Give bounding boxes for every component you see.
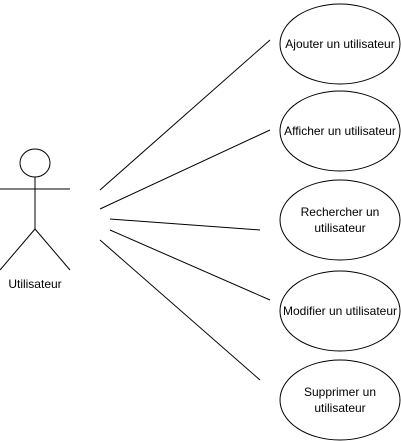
actor-figure xyxy=(0,148,71,271)
actor-right-leg xyxy=(34,228,71,271)
associations xyxy=(99,39,271,381)
actor-left-leg xyxy=(0,228,36,271)
use-case-label-ajouter: Ajouter un utilisateur xyxy=(285,37,395,51)
use-case-label-rechercher: Rechercher un utilisateur xyxy=(300,205,380,235)
association-line-supprimer xyxy=(99,239,261,381)
use-case-shapes xyxy=(279,3,401,441)
actor-label: Utilisateur xyxy=(8,277,62,291)
use-case-label-supprimer: Supprimer un utilisateur xyxy=(303,385,377,415)
association-line-modifier xyxy=(109,229,271,301)
use-case-label-afficher: Afficher un utilisateur xyxy=(284,124,396,138)
actor-head xyxy=(19,148,51,178)
use-case-ellipse-modifier xyxy=(279,270,401,352)
use-case-ellipse-afficher xyxy=(279,90,401,172)
use-case-ellipse-ajouter xyxy=(279,3,401,85)
use-case-ellipse-rechercher xyxy=(279,179,401,261)
association-line-rechercher xyxy=(109,218,261,231)
use-case-label-modifier: Modifier un utilisateur xyxy=(282,304,398,318)
use-case-ellipse-supprimer xyxy=(279,359,401,441)
association-line-ajouter xyxy=(99,39,271,191)
association-line-afficher xyxy=(99,129,271,210)
